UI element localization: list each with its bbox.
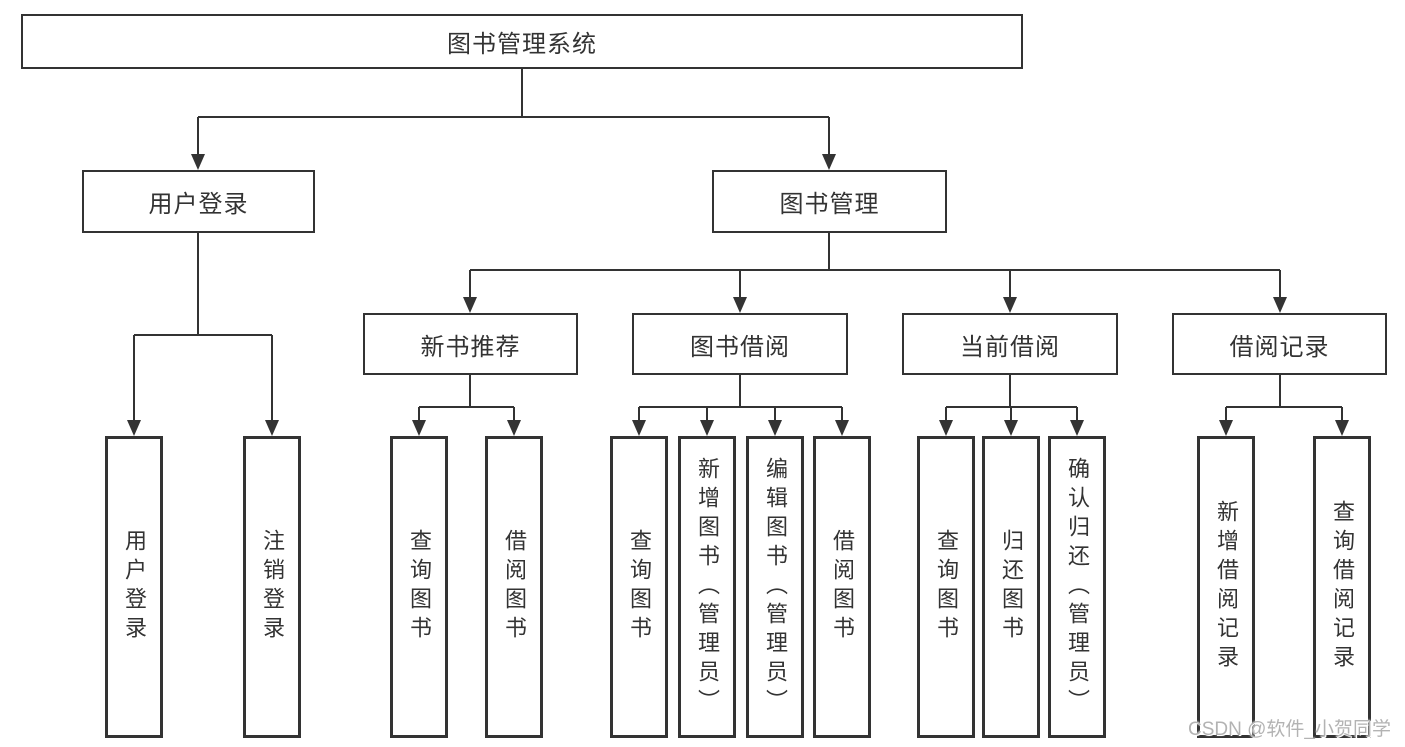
node-label: 借阅记录 [1229, 333, 1330, 361]
node-query-books-recommend: 查询图书 [390, 436, 448, 738]
node-label: 新增借阅记录 [1214, 500, 1239, 674]
node-label: 编辑图书（管理员） [763, 456, 788, 718]
node-label: 当前借阅 [960, 333, 1060, 361]
node-logout: 注销登录 [243, 436, 301, 738]
node-label: 新增图书（管理员） [695, 456, 720, 718]
node-current-borrowing: 当前借阅 [902, 313, 1118, 375]
node-label: 归还图书 [999, 529, 1024, 645]
csdn-watermark: CSDN @软件_小贺同学 [1188, 719, 1391, 740]
node-label: 查询图书 [627, 529, 652, 645]
node-add-borrow-record: 新增借阅记录 [1197, 436, 1255, 738]
node-user-login: 用户登录 [105, 436, 163, 738]
node-label: 查询借阅记录 [1330, 500, 1355, 674]
node-book-management: 图书管理 [712, 170, 947, 233]
node-query-borrow-record: 查询借阅记录 [1313, 436, 1371, 738]
node-library-management-system: 图书管理系统 [21, 14, 1023, 69]
node-user-login-module: 用户登录 [82, 170, 315, 233]
node-return-books: 归还图书 [982, 436, 1040, 738]
node-borrow-books-borrowing: 借阅图书 [813, 436, 871, 738]
node-query-books-current: 查询图书 [917, 436, 975, 738]
node-label: 查询图书 [407, 529, 432, 645]
node-label: 用户登录 [122, 529, 147, 645]
node-book-borrowing: 图书借阅 [632, 313, 848, 375]
node-edit-book-admin: 编辑图书（管理员） [746, 436, 804, 738]
node-borrow-books-recommend: 借阅图书 [485, 436, 543, 738]
node-query-books-borrowing: 查询图书 [610, 436, 668, 738]
node-add-book-admin: 新增图书（管理员） [678, 436, 736, 738]
node-label: 确认归还（管理员） [1065, 456, 1090, 718]
node-confirm-return-admin: 确认归还（管理员） [1048, 436, 1106, 738]
node-label: 借阅图书 [830, 529, 855, 645]
node-label: 图书借阅 [690, 333, 790, 361]
node-new-book-recommendation: 新书推荐 [363, 313, 578, 375]
node-label: 图书管理系统 [447, 31, 597, 58]
node-borrowing-records: 借阅记录 [1172, 313, 1387, 375]
node-label: 用户登录 [148, 191, 249, 218]
node-label: 新书推荐 [420, 333, 521, 361]
node-label: 查询图书 [934, 529, 959, 645]
node-label: 借阅图书 [502, 529, 527, 645]
node-label: 注销登录 [260, 529, 285, 645]
node-label: 图书管理 [779, 191, 880, 218]
